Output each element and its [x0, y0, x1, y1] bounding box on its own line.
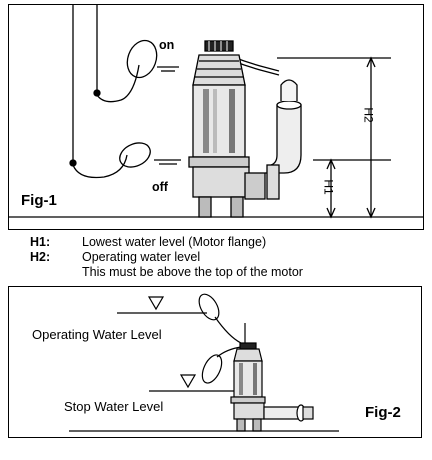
h2-label: H2: [361, 107, 376, 123]
legend-text-h2: Operating water level: [82, 250, 201, 264]
motor-body: [192, 84, 246, 158]
float-upper: [198, 293, 220, 321]
stop-water-level-label: Stop Water Level: [64, 399, 164, 414]
pump-foot-right: [230, 196, 244, 218]
operating-water-level-label: Operating Water Level: [32, 327, 162, 342]
pump-handle: [204, 40, 234, 52]
legend-text-h1: Lowest water level (Motor flange): [82, 235, 267, 249]
h1-label: H1: [321, 179, 336, 195]
pump-illustration: [188, 40, 302, 218]
figure-2-panel: Operating Water Level Stop Water Level F…: [8, 286, 422, 438]
pump-illustration-2: [230, 342, 314, 432]
discharge-outlet: [276, 100, 302, 110]
discharge-elbow: [265, 104, 302, 174]
legend-row-h2: H2:Operating water level: [30, 250, 201, 264]
stop-level-triangle: [179, 374, 197, 389]
float-switch-on: [126, 39, 158, 79]
cable-node-high: [93, 89, 101, 97]
pump-foot-left: [198, 196, 212, 218]
cable-node-low: [69, 159, 77, 167]
legend-row-h1: H1:Lowest water level (Motor flange): [30, 235, 267, 249]
figure-2-caption: Fig-2: [365, 404, 401, 421]
legend-row-h2-note: This must be above the top of the motor: [30, 266, 303, 279]
figure-1-panel: on off Fig-1 H2 H1: [8, 4, 424, 230]
pump-volute: [192, 166, 250, 198]
motor-top: [192, 54, 246, 86]
legend-text-h2-note: This must be above the top of the motor: [82, 265, 303, 279]
operating-level-triangle: [147, 296, 165, 311]
figure-2-drawing: [69, 293, 339, 432]
figure-1-drawing: [9, 5, 423, 219]
float-on-label: on: [159, 38, 175, 52]
float-switch-off: [119, 142, 151, 168]
float-cable-high: [96, 5, 140, 103]
figure-1-caption: Fig-1: [21, 192, 57, 209]
float-off-label: off: [152, 180, 168, 194]
legend-key-h1: H1: [30, 235, 46, 249]
legend-key-h2: H2: [30, 250, 46, 264]
motor-flange: [188, 156, 250, 168]
float-lower: [201, 354, 223, 384]
